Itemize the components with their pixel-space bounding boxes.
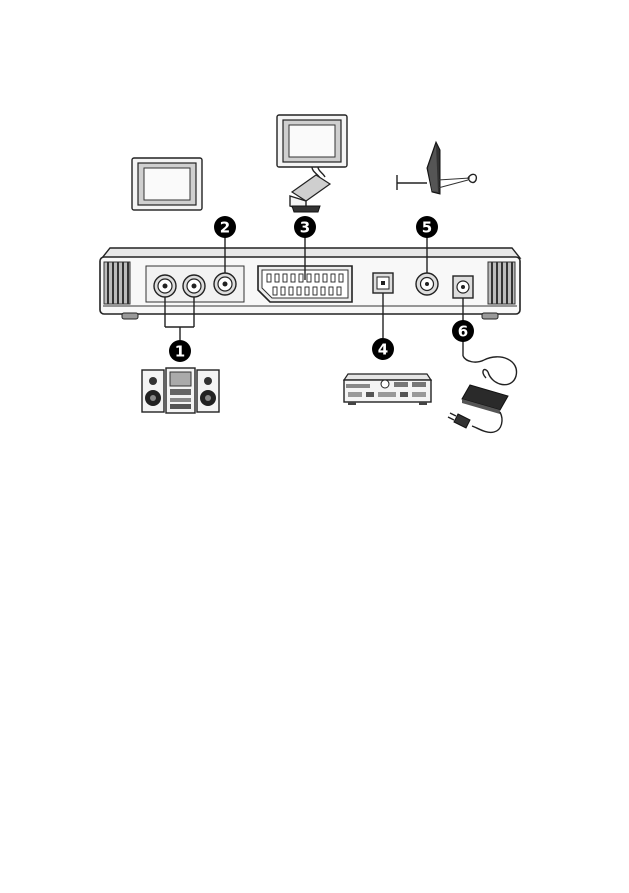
scart-pin <box>266 273 272 283</box>
scart-pin <box>328 286 334 296</box>
scart-pin <box>288 286 294 296</box>
scart-pin <box>320 286 326 296</box>
satellite-dish-icon <box>396 140 478 195</box>
stereo-icon <box>141 367 220 414</box>
scart-pin <box>304 286 310 296</box>
scart-pin <box>282 273 288 283</box>
tv-icon <box>131 157 203 211</box>
optical-audio-jack[interactable] <box>372 272 394 294</box>
receiver-rear-panel <box>99 247 522 320</box>
dc-power-jack[interactable] <box>452 275 474 299</box>
scart-pin <box>296 286 302 296</box>
callout-2-label: 2 <box>220 219 230 237</box>
callout-4: 4 <box>372 338 394 360</box>
scart-pin <box>314 273 320 283</box>
video-out-jack[interactable] <box>213 272 237 296</box>
callout-6-label: 6 <box>458 323 468 341</box>
callout-1: 1 <box>169 340 191 362</box>
scart-pin <box>312 286 318 296</box>
callout-5: 5 <box>416 216 438 238</box>
scart-pin <box>290 273 296 283</box>
callout-2: 2 <box>214 216 236 238</box>
right-vent-grille <box>487 261 516 305</box>
callout-3: 3 <box>294 216 316 238</box>
scart-pin <box>274 273 280 283</box>
callout-1-label: 1 <box>175 343 185 361</box>
scart-pin <box>338 273 344 283</box>
scart-pin <box>280 286 286 296</box>
power-adapter-icon <box>447 355 518 434</box>
rca-audio-right-jack[interactable] <box>182 274 206 298</box>
scart-pin <box>322 273 328 283</box>
leader-lines <box>164 236 464 356</box>
av-receiver-icon <box>342 373 433 405</box>
scart-pin <box>272 286 278 296</box>
callout-4-label: 4 <box>378 341 388 359</box>
scart-pin <box>330 273 336 283</box>
callout-3-label: 3 <box>300 219 310 237</box>
scart-pin <box>298 273 304 283</box>
left-vent-grille <box>103 261 131 305</box>
tv-scart-icon <box>276 114 348 213</box>
lnb-in-jack[interactable] <box>415 272 439 296</box>
scart-pin <box>336 286 342 296</box>
scart-pin <box>306 273 312 283</box>
rca-audio-left-jack[interactable] <box>153 274 177 298</box>
callout-6: 6 <box>452 320 474 342</box>
scart-socket[interactable] <box>257 265 353 303</box>
callout-5-label: 5 <box>422 219 432 237</box>
